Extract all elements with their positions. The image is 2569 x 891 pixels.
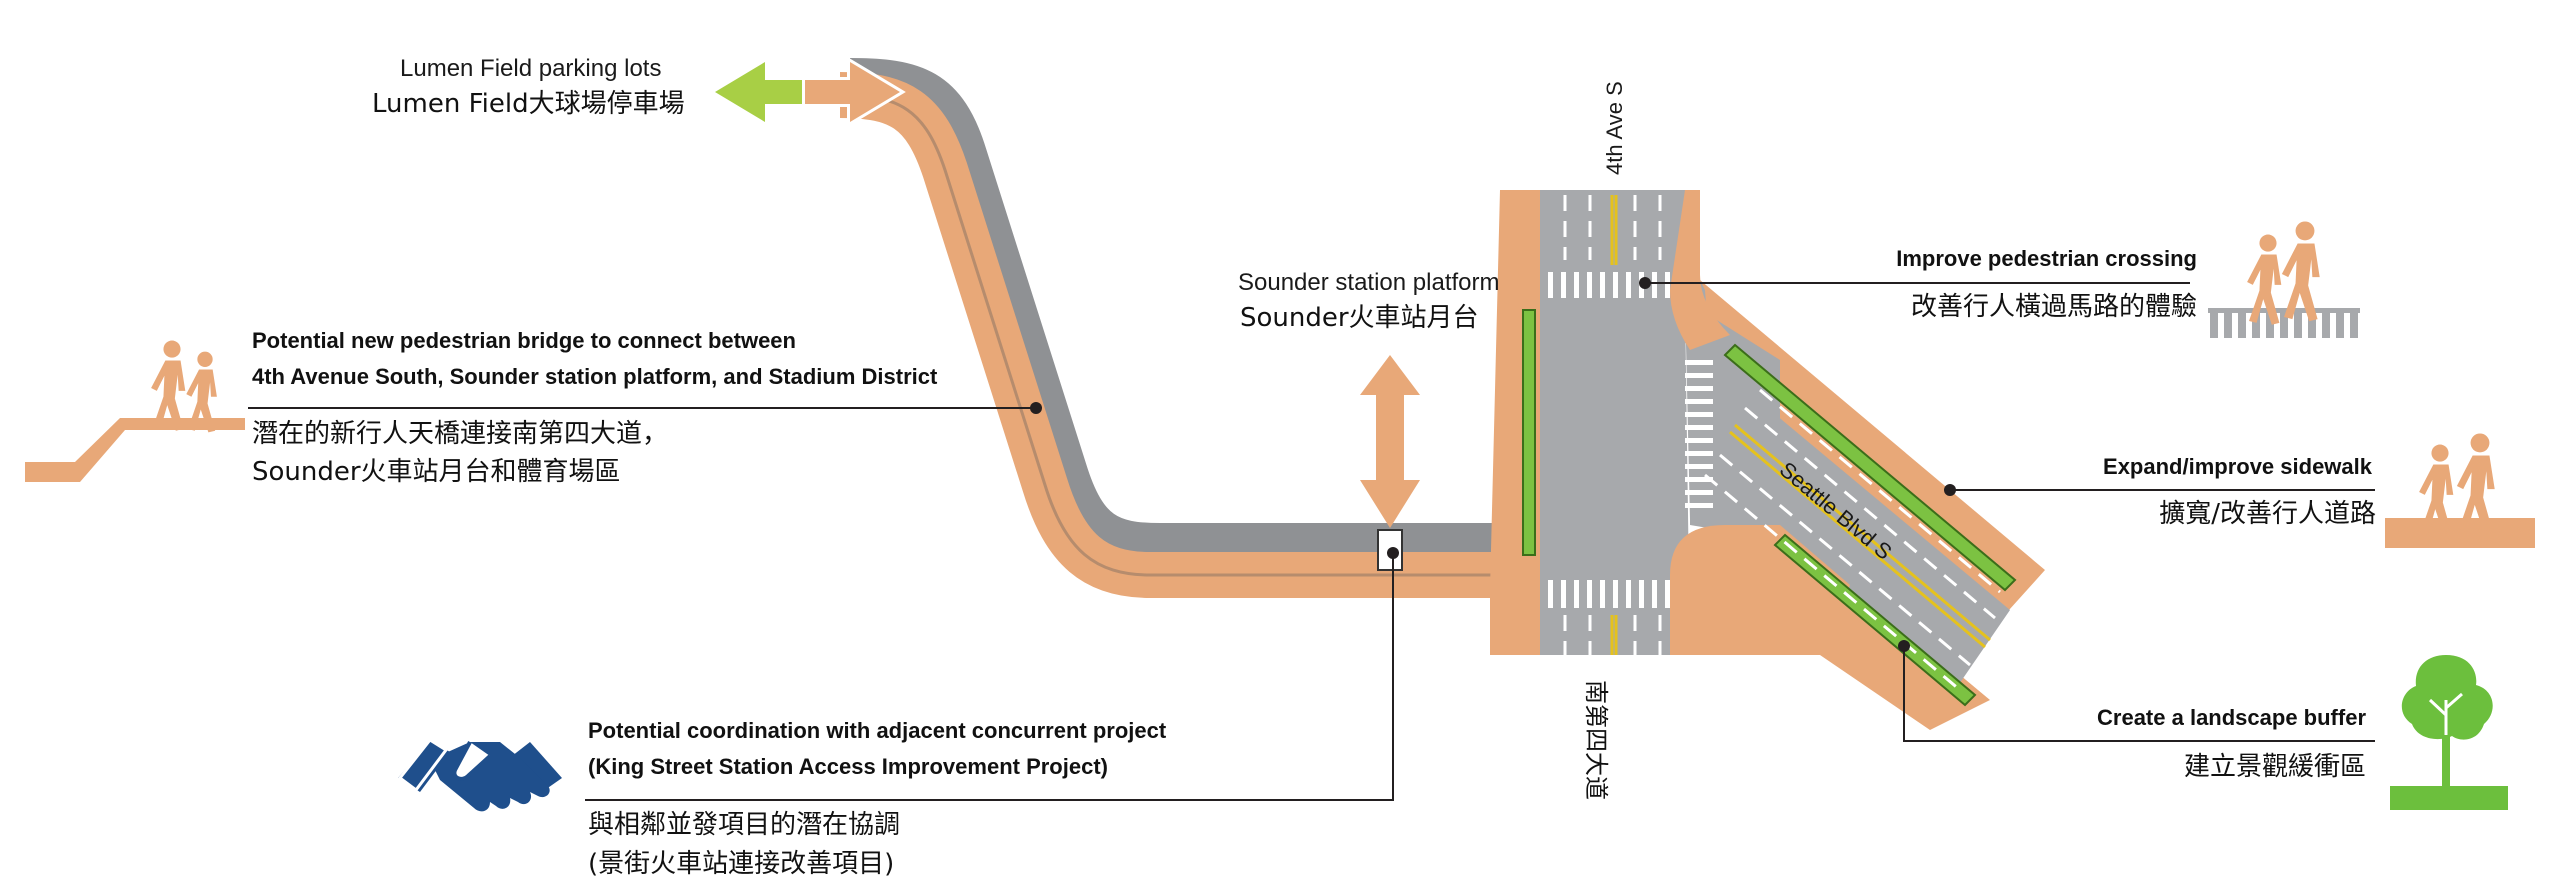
leader-lines <box>248 282 2375 801</box>
coord-label-zh-1: 與相鄰並發項目的潛在協調 <box>588 810 900 840</box>
sounder-label-zh: Sounder火車站月台 <box>1240 303 1479 333</box>
bridge-label-en-1: Potential new pedestrian bridge to conne… <box>252 328 796 353</box>
road-4th-ave <box>1540 190 1690 655</box>
double-arrow-icon <box>715 56 906 128</box>
coord-label-zh-2: (景街火車站連接改善項目) <box>588 849 894 879</box>
bridge-label-zh-2: Sounder火車站月台和體育場區 <box>252 457 621 487</box>
handshake-icon <box>397 738 562 812</box>
street-4th-ave-label: 4th Ave S <box>1602 81 1627 175</box>
crossing-label-zh: 改善行人橫過馬路的體驗 <box>1911 292 2197 322</box>
bridge-label-en-2: 4th Avenue South, Sounder station platfo… <box>252 364 938 389</box>
intersection <box>1490 190 2045 730</box>
pedestrian-bridge <box>839 58 1522 598</box>
buffer-label-en: Create a landscape buffer <box>2097 705 2366 730</box>
lane-markings-blvd <box>1704 388 2001 692</box>
sidewalk-label-en: Expand/improve sidewalk <box>2103 454 2373 479</box>
pedestrian-crossing-icon <box>2208 221 2360 338</box>
lane-markings-north <box>1563 195 1662 260</box>
lumen-label-en: Lumen Field parking lots <box>400 55 661 82</box>
landscape-strip-west <box>1522 309 1536 556</box>
lumen-label-zh: Lumen Field大球場停車場 <box>372 89 685 119</box>
coord-label-en-1: Potential coordination with adjacent con… <box>588 718 1167 743</box>
landscape-strip-ne <box>1723 343 2017 592</box>
sidewalk-label-zh: 擴寬/改善行人道路 <box>2159 499 2376 529</box>
sidewalk-ne <box>1680 190 2045 620</box>
coord-label-en-2: (King Street Station Access Improvement … <box>588 754 1108 779</box>
street-4th-ave-zh-label: 南第四大道 <box>1582 680 1610 800</box>
tree-icon <box>2390 655 2508 810</box>
sounder-label-en: Sounder station platform <box>1238 269 1499 296</box>
leader-dots <box>1030 277 1956 652</box>
buffer-label-zh: 建立景觀緩衝區 <box>2184 752 2366 782</box>
sounder-vertical-arrow <box>1360 355 1420 528</box>
sidewalk-walkers-icon <box>2385 433 2535 548</box>
pedestrian-bridge-icon <box>25 340 245 482</box>
crosswalk-east <box>1685 360 1713 508</box>
crossing-label-en: Improve pedestrian crossing <box>1896 246 2197 271</box>
bridge-label-zh-1: 潛在的新行人天橋連接南第四大道， <box>252 419 668 449</box>
crosswalk-south <box>1548 580 1670 608</box>
